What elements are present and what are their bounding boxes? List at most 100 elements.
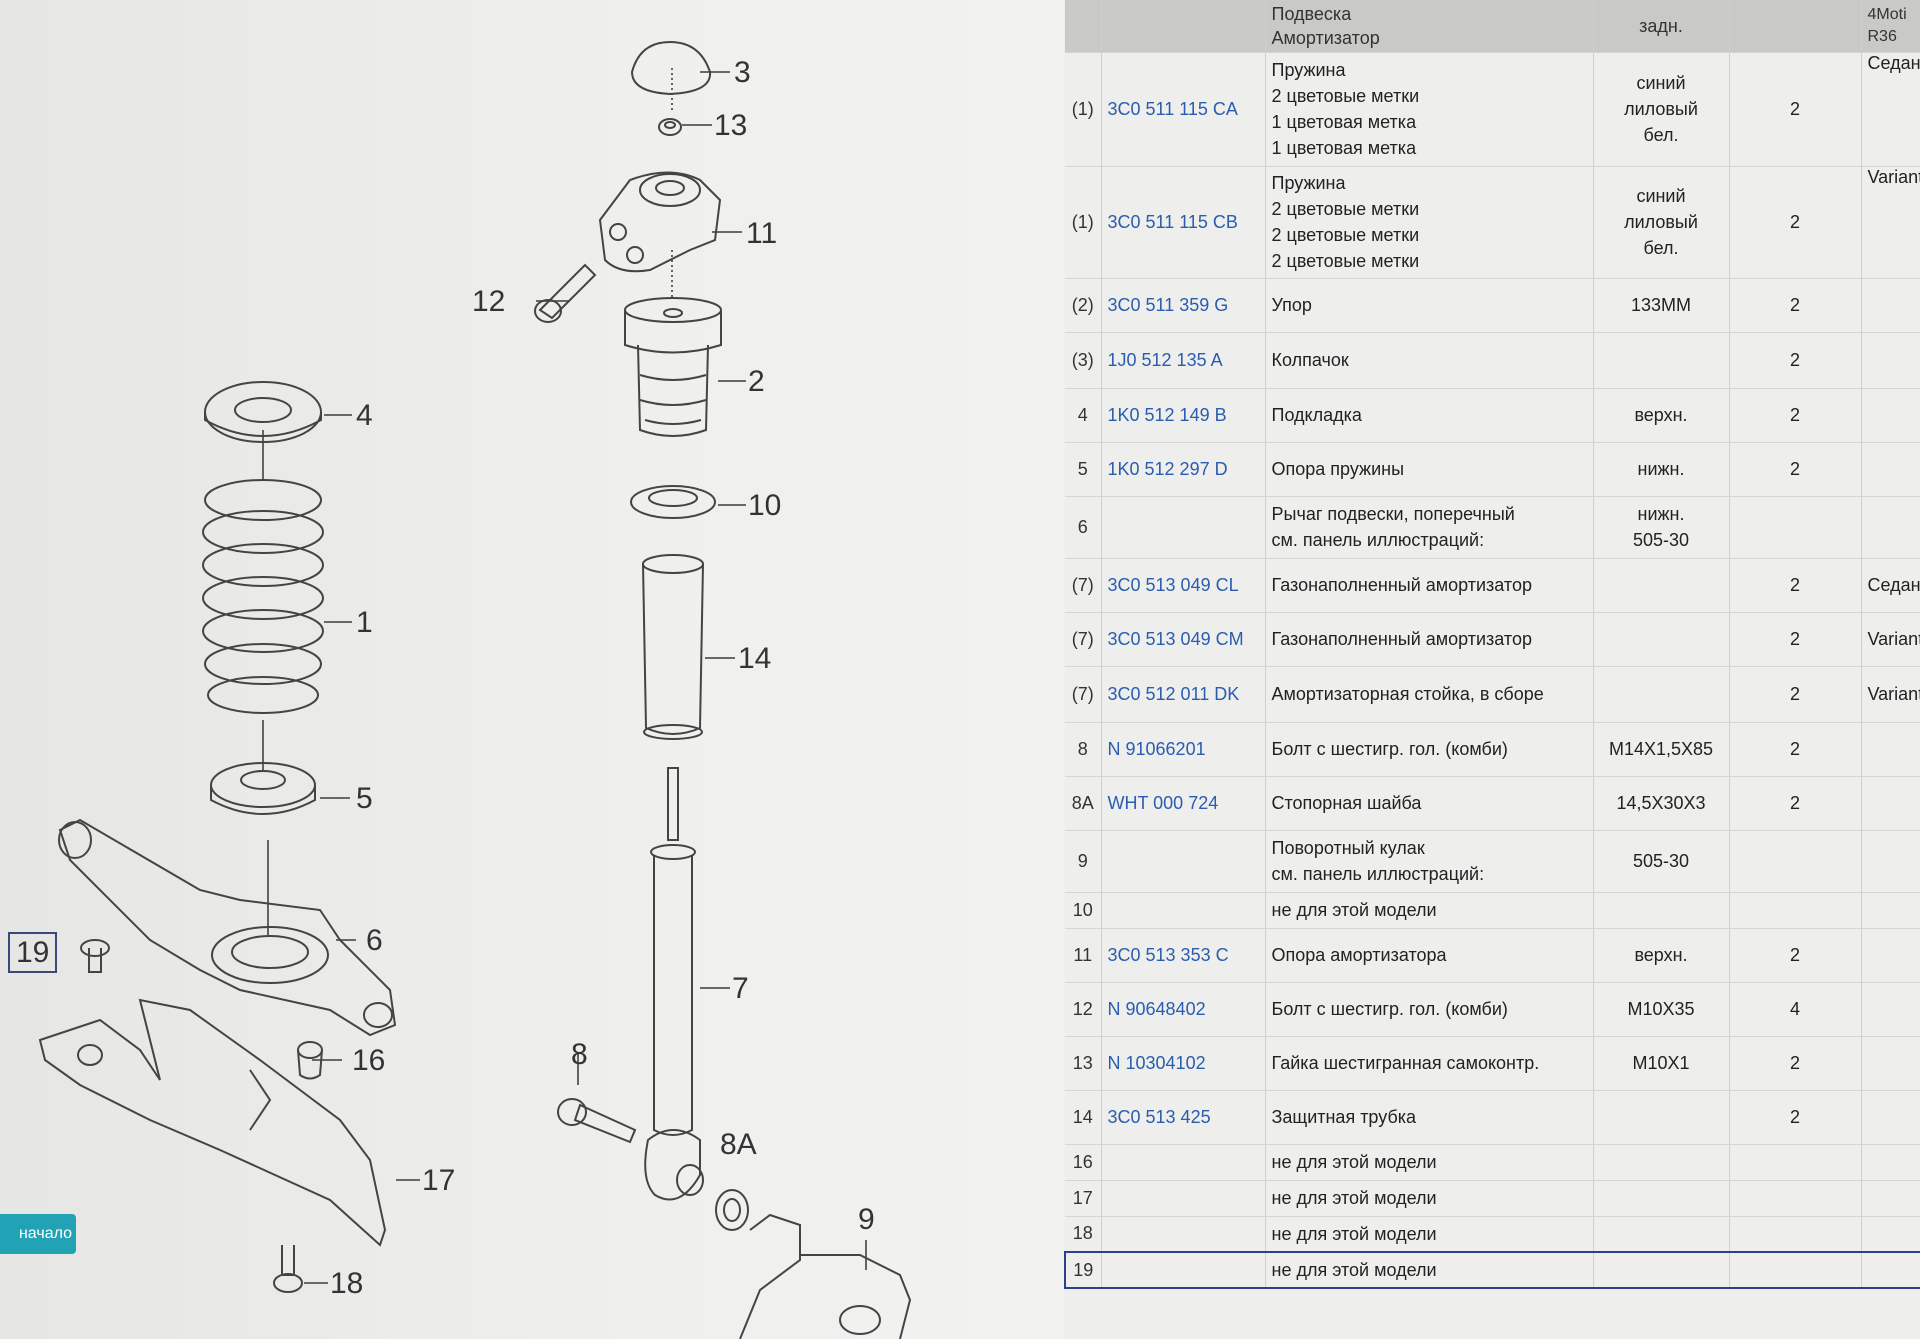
coil-spring-part [202,479,324,714]
row-note-line: верхн. [1634,405,1688,425]
row-part-number-link[interactable]: N 90648402 [1101,982,1266,1037]
row-part-number-link[interactable]: 3C0 513 353 C [1101,928,1266,983]
parts-diagram: 3 13 11 12 2 4 10 1 14 5 6 19 16 7 8 8A … [0,0,1064,1339]
row-qty-cell: 2 [1729,442,1862,497]
row-name-cell: Гайка шестигранная самоконтр. [1265,1036,1594,1091]
row-note-cell [1593,666,1730,723]
row-part-number-link[interactable] [1101,1180,1266,1217]
row-part-number-link[interactable]: 3C0 512 011 DK [1101,666,1266,723]
row-name-line: 1 цветовая метка [1271,138,1417,158]
row-part-number-link[interactable]: 3C0 511 115 CA [1101,52,1266,167]
control-arm-part [58,818,397,1037]
callout-19-box[interactable]: 19 [8,932,58,973]
row-part-number-link[interactable] [1101,1144,1266,1181]
row-name-line: Колпачок [1271,350,1349,370]
row-pos-cell: 8 [1065,722,1102,777]
callout-14: 14 [738,642,772,675]
callout-7: 7 [732,972,749,1005]
row-variant-cell [1861,928,1920,983]
row-variant-cell [1861,1180,1920,1217]
row-part-number-link[interactable]: 3C0 513 049 CL [1101,558,1266,613]
row-part-number-link[interactable]: WHT 000 724 [1101,776,1266,831]
start-button[interactable]: начало [0,1214,76,1254]
row-part-number-link[interactable]: 1K0 512 297 D [1101,442,1266,497]
row-note-cell [1593,1144,1730,1181]
callout-2: 2 [748,365,765,398]
row-pos-cell: (7) [1065,666,1102,723]
row-note-line: бел. [1643,125,1679,145]
row-variant-cell: Variant [1861,166,1920,279]
row-name-line: Опора амортизатора [1271,945,1447,965]
row-part-number-link[interactable]: 1J0 512 135 A [1101,332,1266,389]
row-part-number-link[interactable]: N 91066201 [1101,722,1266,777]
row-part-number-link[interactable]: 1K0 512 149 B [1101,388,1266,443]
row-name-cell: Амортизаторная стойка, в сборе [1265,666,1594,723]
row-variant-cell [1861,1144,1920,1181]
row-variant-cell [1861,1216,1920,1253]
row-note-cell: верхн. [1593,388,1730,443]
row-part-number-link[interactable] [1101,496,1266,559]
row-name-cell: не для этой модели [1265,1144,1594,1181]
row-part-number-link[interactable]: 3C0 513 425 [1101,1090,1266,1145]
row-part-number-link[interactable]: 3C0 513 049 CM [1101,612,1266,667]
row-name-line: Опора пружины [1271,459,1405,479]
row-name-line: Амортизаторная стойка, в сборе [1271,684,1544,704]
row-name-line: не для этой модели [1271,1260,1437,1280]
row-part-number-link[interactable] [1101,892,1266,929]
row-part-number-link[interactable]: 3C0 511 115 CB [1101,166,1266,279]
row-part-number-link[interactable] [1101,830,1266,893]
row-note-line: M10X1 [1632,1053,1690,1073]
row-qty-cell: 2 [1729,1036,1862,1091]
callout-13: 13 [714,109,748,142]
row-note-cell [1593,1216,1730,1253]
bolt-18-part [273,1245,303,1293]
row-qty-cell [1729,1216,1862,1253]
row-name-cell: Болт с шестигр. гол. (комби) [1265,722,1594,777]
row-note-cell: нижн.505-30 [1593,496,1730,559]
row-qty-cell: 2 [1729,558,1862,613]
ring-10-part [630,485,716,519]
row-note-line: синий [1636,186,1686,206]
row-name-cell: не для этой модели [1265,1216,1594,1253]
row-note-cell: 133MM [1593,278,1730,333]
callout-12: 12 [472,285,506,318]
row-pos-cell: 13 [1065,1036,1102,1091]
row-part-number-link[interactable] [1101,1216,1266,1253]
callout-9: 9 [858,1203,875,1236]
callout-16: 16 [352,1044,386,1077]
row-variant-cell: Variant [1861,666,1920,723]
row-name-line: Защитная трубка [1271,1107,1417,1127]
row-name-cell: не для этой модели [1265,1251,1594,1289]
row-part-number-link[interactable]: N 10304102 [1101,1036,1266,1091]
row-name-line: 2 цветовые метки [1271,86,1420,106]
row-qty-cell: 2 [1729,928,1862,983]
row-part-number-link[interactable] [1101,1251,1266,1289]
row-note-cell: 14,5X30X3 [1593,776,1730,831]
row-part-number-link[interactable]: 3C0 511 359 G [1101,278,1266,333]
row-qty-cell: 2 [1729,612,1862,667]
